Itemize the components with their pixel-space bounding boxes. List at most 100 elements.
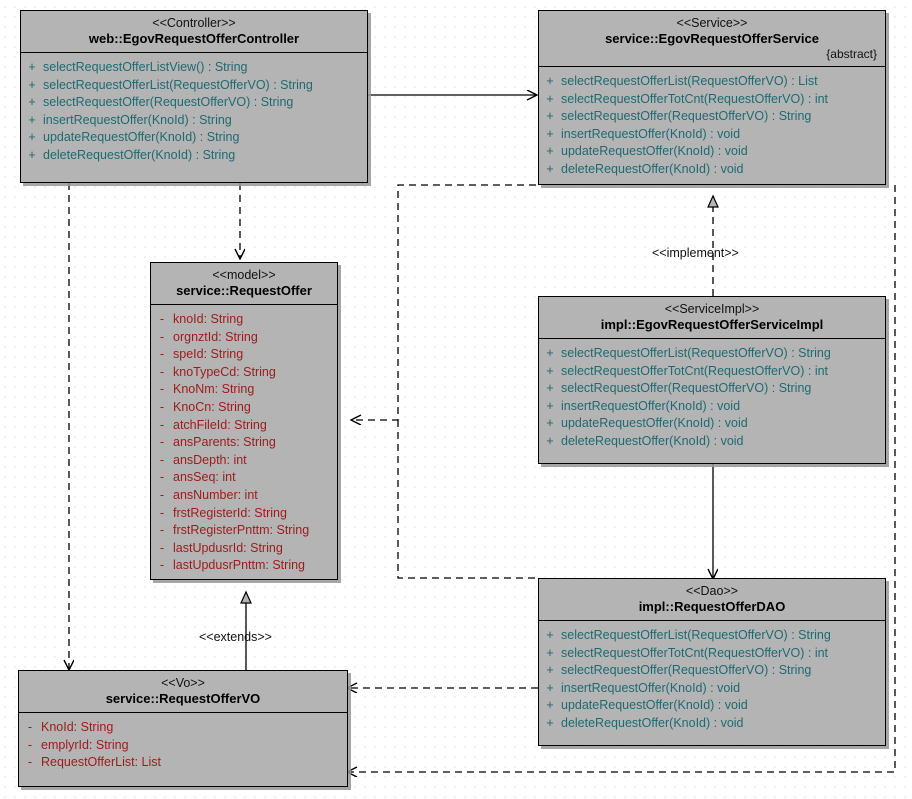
class-member: - orgnztId: String [151,329,337,347]
class-name: service::RequestOffer [176,283,312,298]
member-signature: orgnztId: String [173,329,258,344]
class-name: service::EgovRequestOfferService [605,31,819,46]
class-member: + updateRequestOffer(KnoId) : void [539,415,885,433]
member-signature: insertRequestOffer(KnoId) : void [561,398,741,413]
class-box-serviceimpl[interactable]: <<ServiceImpl>> impl::EgovRequestOfferSe… [538,296,886,464]
class-box-dao[interactable]: <<Dao>> impl::RequestOfferDAO + selectRe… [538,578,886,746]
class-header-vo: <<Vo>> service::RequestOfferVO [19,671,347,713]
abstract-marker: {abstract} [826,47,877,61]
class-member: + selectRequestOfferTotCnt(RequestOfferV… [539,91,885,109]
member-visibility: - [27,737,33,752]
class-header-service: <<Service>> service::EgovRequestOfferSer… [539,11,885,67]
class-member: - knoId: String [151,311,337,329]
class-stereotype: <<Controller>> [152,16,236,30]
class-member: + selectRequestOffer(RequestOfferVO) : S… [539,108,885,126]
member-visibility: - [159,364,165,379]
member-visibility: + [546,109,554,124]
member-signature: ansSeq: int [173,470,236,485]
member-visibility: - [159,399,165,414]
member-visibility: - [159,382,165,397]
class-member: + updateRequestOffer(KnoId) : void [539,143,885,161]
member-signature: selectRequestOffer(RequestOfferVO) : Str… [561,663,812,678]
member-visibility: + [546,433,554,448]
member-signature: updateRequestOffer(KnoId) : void [561,416,748,431]
member-signature: selectRequestOffer(RequestOfferVO) : Str… [43,95,294,110]
member-signature: selectRequestOfferTotCnt(RequestOfferVO)… [561,363,829,378]
class-member: + deleteRequestOffer(KnoId) : void [539,433,885,451]
class-member: - emplyrId: String [19,737,347,755]
class-name: impl::RequestOfferDAO [638,599,786,614]
class-stereotype: <<model>> [212,268,276,282]
class-member: - KnoId: String [19,719,347,737]
member-visibility: + [546,663,554,678]
member-signature: insertRequestOffer(KnoId) : String [43,112,232,127]
member-visibility: + [28,77,36,92]
member-visibility: + [28,112,36,127]
member-signature: knoTypeCd: String [173,364,276,379]
class-stereotype: <<Vo>> [161,676,205,690]
member-signature: selectRequestOffer(RequestOfferVO) : Str… [561,381,812,396]
member-visibility: + [546,91,554,106]
class-name: web::EgovRequestOfferController [88,31,300,46]
class-member: + selectRequestOfferListView() : String [21,59,367,77]
member-visibility: + [546,74,554,88]
member-visibility: - [159,523,165,538]
class-members-model: - knoId: String - orgnztId: String - spe… [151,305,337,581]
member-visibility: - [159,540,165,555]
member-signature: ansNumber: int [173,487,258,502]
class-member: - lastUpdusrPnttm: String [151,557,337,575]
class-member: + selectRequestOffer(RequestOfferVO) : S… [539,380,885,398]
class-members-serviceimpl: + selectRequestOfferList(RequestOfferVO)… [539,339,885,457]
member-signature: selectRequestOfferTotCnt(RequestOfferVO)… [561,645,829,660]
member-signature: lastUpdusrId: String [173,540,283,555]
class-members-vo: - KnoId: String - emplyrId: String - Req… [19,713,347,778]
member-signature: deleteRequestOffer(KnoId) : void [561,161,744,176]
label-implement: <<implement>> [652,246,739,260]
class-member: + deleteRequestOffer(KnoId) : void [539,161,885,179]
class-box-controller[interactable]: <<Controller>> web::EgovRequestOfferCont… [20,10,368,183]
member-visibility: + [546,715,554,730]
member-visibility: + [28,95,36,110]
class-members-service: + selectRequestOfferList(RequestOfferVO)… [539,67,885,185]
class-header-dao: <<Dao>> impl::RequestOfferDAO [539,579,885,621]
class-member: - KnoNm: String [151,381,337,399]
member-signature: deleteRequestOffer(KnoId) : void [561,433,744,448]
member-visibility: + [546,161,554,176]
label-extends: <<extends>> [199,630,272,644]
class-members-controller: + selectRequestOfferListView() : String … [21,53,367,171]
class-member: + insertRequestOffer(KnoId) : String [21,112,367,130]
connector-service-to-dao [397,420,538,579]
member-signature: selectRequestOffer(RequestOfferVO) : Str… [561,109,812,124]
member-visibility: - [27,720,33,734]
member-signature: KnoCn: String [173,399,251,414]
member-signature: selectRequestOfferList(RequestOfferVO) :… [561,74,818,88]
member-visibility: - [159,417,165,432]
member-visibility: - [159,347,165,362]
class-box-model[interactable]: <<model>> service::RequestOffer - knoId:… [150,262,338,580]
class-member: - speId: String [151,346,337,364]
class-member: + selectRequestOfferList(RequestOfferVO)… [539,345,885,363]
class-member: + updateRequestOffer(KnoId) : void [539,697,885,715]
member-signature: lastUpdusrPnttm: String [173,558,305,573]
member-visibility: + [28,147,36,162]
class-member: - RequestOfferList: List [19,754,347,772]
class-box-vo[interactable]: <<Vo>> service::RequestOfferVO - KnoId: … [18,670,348,787]
class-member: + selectRequestOfferList(RequestOfferVO)… [539,627,885,645]
member-signature: updateRequestOffer(KnoId) : void [561,144,748,159]
member-visibility: + [546,381,554,396]
member-visibility: + [546,346,554,360]
class-member: + deleteRequestOffer(KnoId) : String [21,147,367,165]
member-visibility: + [546,645,554,660]
class-stereotype: <<Service>> [676,16,748,30]
class-member: - ansDepth: int [151,452,337,470]
member-visibility: - [159,452,165,467]
class-member: + selectRequestOfferTotCnt(RequestOfferV… [539,645,885,663]
class-member: + selectRequestOfferTotCnt(RequestOfferV… [539,363,885,381]
class-header-controller: <<Controller>> web::EgovRequestOfferCont… [21,11,367,53]
class-member: - ansParents: String [151,434,337,452]
class-member: - atchFileId: String [151,417,337,435]
class-member: - KnoCn: String [151,399,337,417]
class-member: - knoTypeCd: String [151,364,337,382]
class-box-service[interactable]: <<Service>> service::EgovRequestOfferSer… [538,10,886,185]
